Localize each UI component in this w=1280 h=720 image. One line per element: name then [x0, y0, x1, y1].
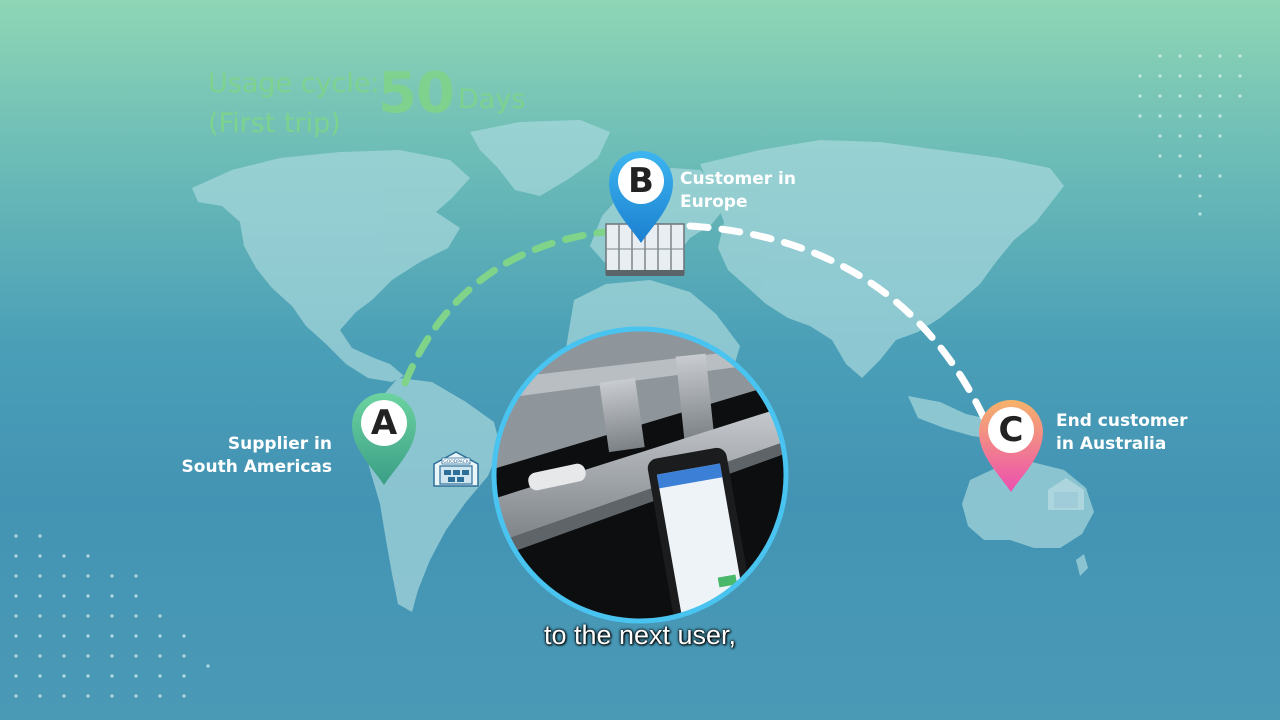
pending-route-b-to-c — [686, 222, 989, 424]
dot-pattern-top-right — [1138, 54, 1242, 216]
warehouse-icon: GOODPACK — [433, 451, 479, 487]
video-subtitle: to the next user, — [543, 620, 737, 650]
place-c-line1: End customer — [1056, 411, 1188, 431]
place-label-c: End customer in Australia — [1056, 410, 1236, 456]
place-b-line2: Europe — [680, 192, 748, 212]
container-icon — [605, 223, 685, 276]
warehouse-sign: GOODPACK — [443, 459, 470, 465]
greenland-shape — [470, 120, 610, 196]
pin-b-letter: B — [618, 158, 664, 204]
usage-cycle-label: Usage cycle: — [208, 68, 380, 99]
place-b-line1: Customer in — [680, 169, 796, 189]
video-inset — [495, 330, 785, 620]
usage-cycle-note: (First trip) — [208, 108, 341, 139]
australia-shape — [962, 462, 1094, 548]
place-a-line2: South Americas — [181, 457, 332, 477]
north-america-shape — [192, 150, 470, 382]
usage-cycle-unit: Days — [458, 84, 526, 115]
place-c-line2: in Australia — [1056, 434, 1167, 454]
place-label-b: Customer in Europe — [680, 168, 840, 214]
pin-a-letter: A — [361, 400, 407, 446]
video-inset-ring — [491, 326, 789, 624]
place-label-a: Supplier in South Americas — [150, 433, 332, 479]
completed-route-a-to-b — [401, 228, 609, 387]
place-a-line1: Supplier in — [227, 434, 332, 454]
asia-shape — [700, 140, 1064, 378]
usage-cycle-value: 50 — [378, 61, 455, 126]
pin-c-letter: C — [988, 407, 1034, 453]
dot-pattern-bottom-left — [14, 534, 210, 698]
warehouse-icon-faded — [1048, 478, 1084, 510]
new-zealand-shape — [1076, 554, 1088, 576]
